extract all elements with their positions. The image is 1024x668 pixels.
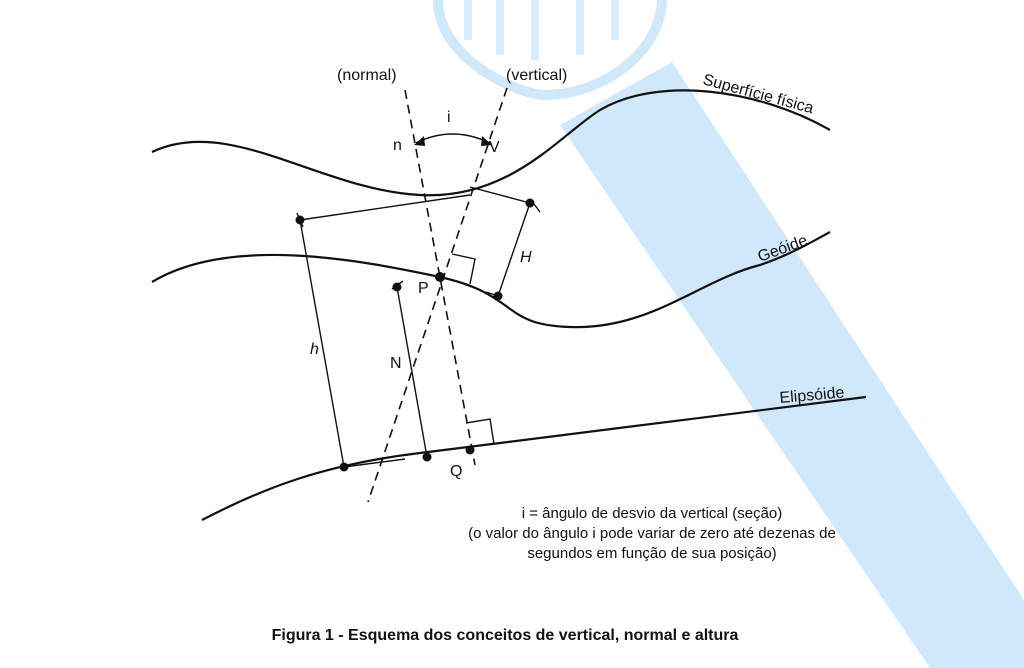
figure-caption: Figura 1 - Esquema dos conceitos de vert… [272,627,739,644]
right-angle-elipsoide [465,418,495,445]
H-line [497,202,531,297]
right-angle-geoide [451,253,476,285]
point-N-bottom [422,452,432,462]
watermark-arc-inner [464,0,619,60]
angle-arrow-right [481,136,492,146]
note-line-3: segundos em função de sua posição) [527,545,776,562]
H-ext-top [469,186,531,204]
point-H-bottom [493,291,503,301]
watermark-band [560,62,1024,668]
label-i: i [447,109,451,126]
watermark-logo [433,0,1024,668]
h-ext-bottom [343,458,406,468]
normal-line [404,89,476,466]
label-vertical: (vertical) [506,67,567,84]
watermark-arc [433,0,667,101]
vertical-line [367,87,508,503]
note-line-1: i = ângulo de desvio da vertical (seção) [522,505,783,522]
angle-arrow-left [414,136,425,146]
point-Q [465,445,475,455]
label-v: V [489,139,500,156]
label-elipsoide: Elipsóide [779,384,845,407]
angle-arc-i [415,133,491,144]
label-normal: (normal) [337,67,397,84]
label-superficie-fisica: Superfície física [701,71,815,117]
H-tick-top [533,203,541,213]
label-Q: Q [450,463,462,480]
superficie-fisica-curve [151,89,831,197]
label-H: H [520,249,532,266]
point-P [435,272,445,282]
label-n: n [393,137,402,154]
point-h-top [295,215,305,225]
note-line-2: (o valor do ângulo i pode variar de zero… [468,525,836,542]
N-line [396,286,428,458]
label-N: N [390,355,402,372]
point-h-bottom [339,462,349,472]
label-h: h [310,341,319,358]
h-line [299,219,345,468]
elipsoide-curve [201,395,867,521]
label-P: P [418,280,429,297]
point-N-top [392,282,402,292]
point-H-top [525,198,535,208]
h-ext-top [299,194,471,221]
